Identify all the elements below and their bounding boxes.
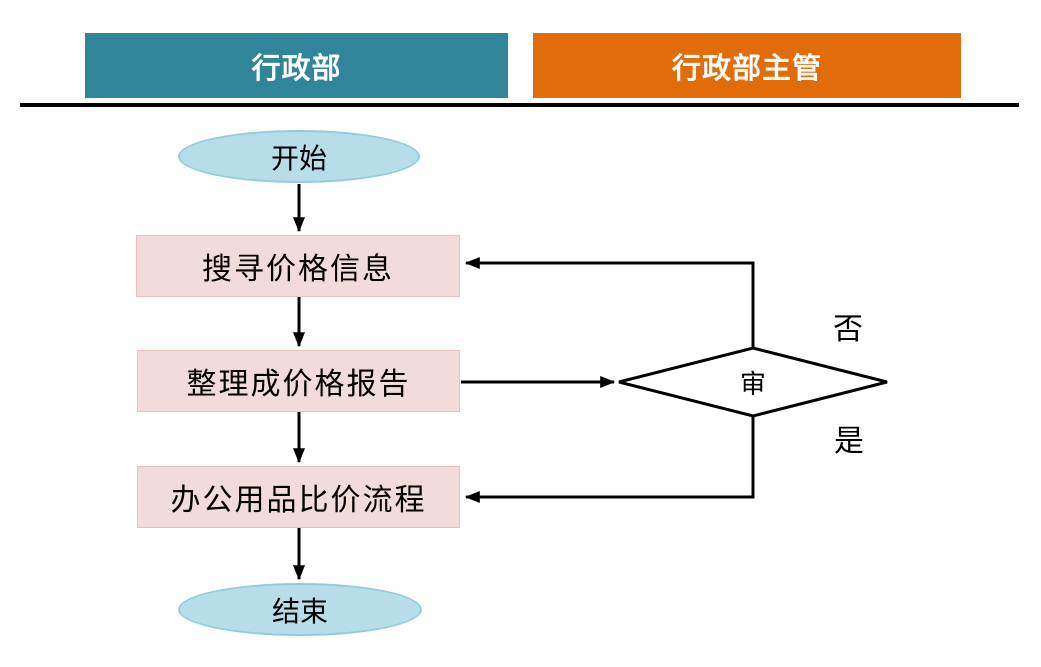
start-terminator-label: 开始	[270, 143, 327, 175]
decision-diamond-label: 审	[739, 369, 766, 399]
end-terminator-label: 结束	[271, 596, 328, 628]
connector-decision-no-to-step1	[464, 257, 755, 348]
process-step-office-supplies-comparison: 办公用品比价流程	[137, 466, 460, 528]
branch-label-yes: 是	[834, 425, 864, 458]
start-terminator: 开始	[178, 130, 420, 183]
swimlane-header-admin-dept: 行政部	[85, 33, 508, 98]
connector-decision-yes-to-step3	[464, 416, 755, 503]
branch-label-no: 否	[833, 313, 863, 346]
swimlane-header-admin-supervisor-label: 行政部主管	[671, 52, 822, 85]
swimlane-header-admin-supervisor: 行政部主管	[533, 33, 961, 98]
process-step-search-price-info-label: 搜寻价格信息	[202, 253, 394, 286]
process-step-office-supplies-comparison-label: 办公用品比价流程	[170, 484, 427, 517]
process-step-compile-price-report-label: 整理成价格报告	[186, 368, 411, 401]
end-terminator: 结束	[178, 583, 422, 636]
process-step-compile-price-report: 整理成价格报告	[137, 350, 460, 412]
process-step-search-price-info: 搜寻价格信息	[136, 235, 460, 297]
header-divider-line	[20, 103, 1019, 107]
swimlane-header-admin-dept-label: 行政部	[251, 52, 342, 85]
decision-diamond	[618, 346, 888, 418]
